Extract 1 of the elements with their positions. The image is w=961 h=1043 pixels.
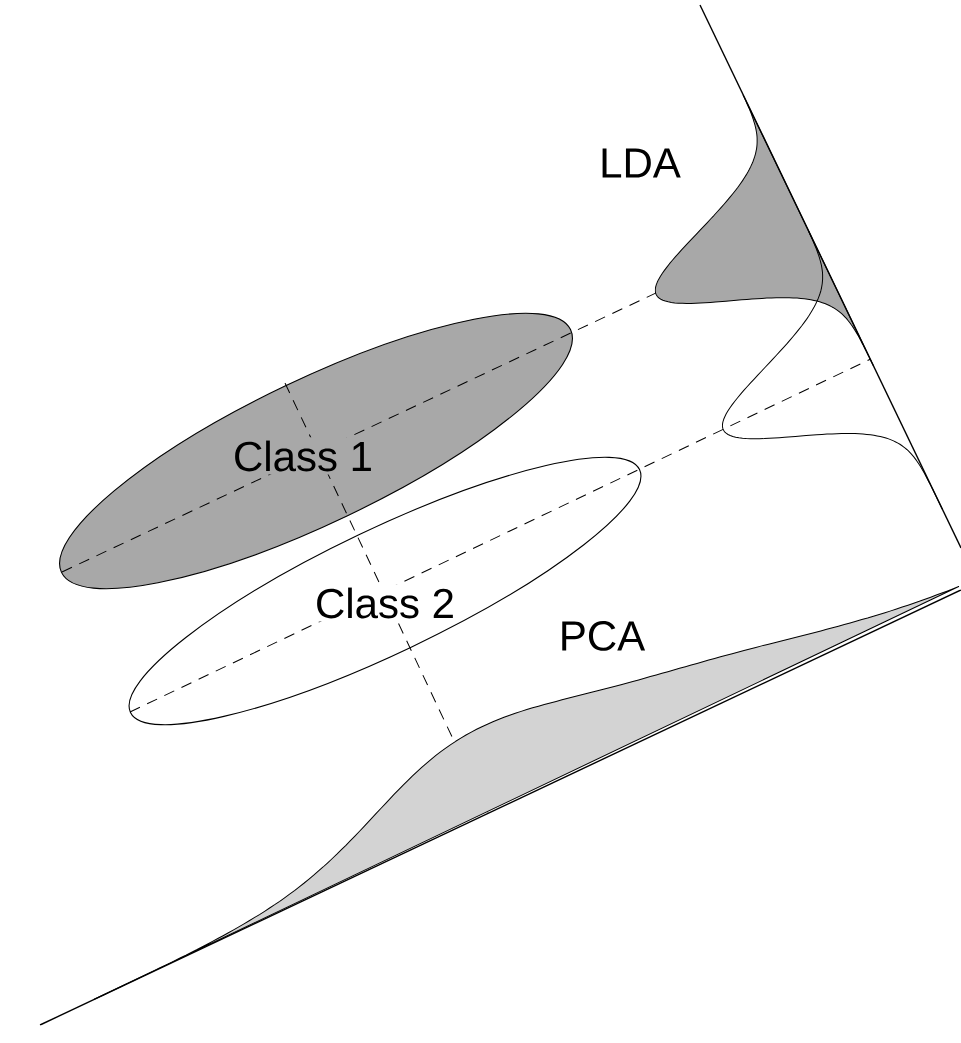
axis-label: LDA [602,148,681,178]
